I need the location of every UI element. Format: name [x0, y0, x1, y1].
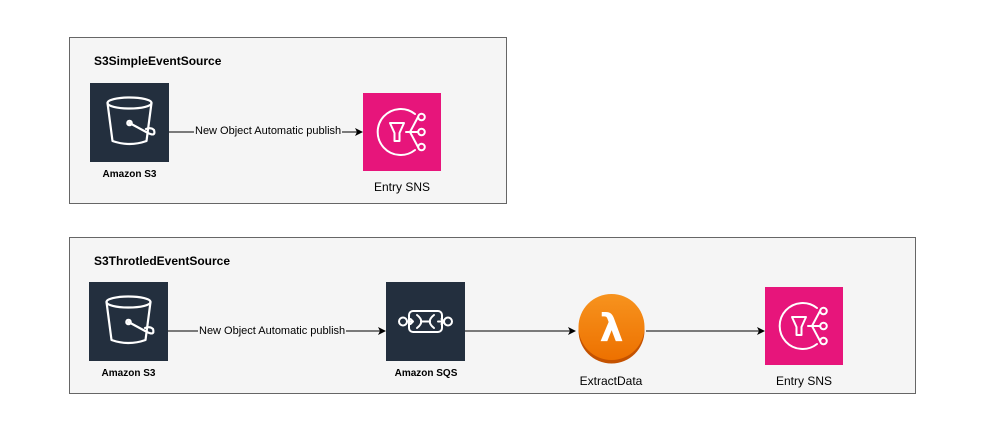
sns-icon — [778, 302, 828, 350]
lambda-icon: λ — [578, 294, 645, 364]
sqs-icon — [398, 310, 453, 333]
s3-bucket-icon — [106, 96, 156, 146]
edge-label: New Object Automatic publish — [198, 325, 347, 338]
node-label: Amazon S3 — [101, 368, 156, 379]
sqs-node — [386, 282, 465, 361]
node-label: Amazon S3 — [102, 169, 157, 180]
node-label: Entry SNS — [373, 180, 430, 194]
lambda-node: λ — [576, 293, 647, 364]
node-label: Amazon SQS — [394, 368, 458, 379]
svg-text:λ: λ — [599, 306, 623, 350]
s3-node — [89, 282, 168, 361]
group-title: S3SimpleEventSource — [94, 54, 222, 68]
s3-node — [90, 83, 169, 162]
sns-icon — [376, 108, 426, 156]
node-label: ExtractData — [579, 374, 643, 388]
edge-label: New Object Automatic publish — [194, 125, 343, 138]
node-label: Entry SNS — [775, 374, 832, 388]
group-title: S3ThrotledEventSource — [94, 254, 231, 268]
sns-node — [363, 93, 441, 171]
sns-node — [765, 287, 843, 365]
s3-bucket-icon — [105, 295, 155, 345]
